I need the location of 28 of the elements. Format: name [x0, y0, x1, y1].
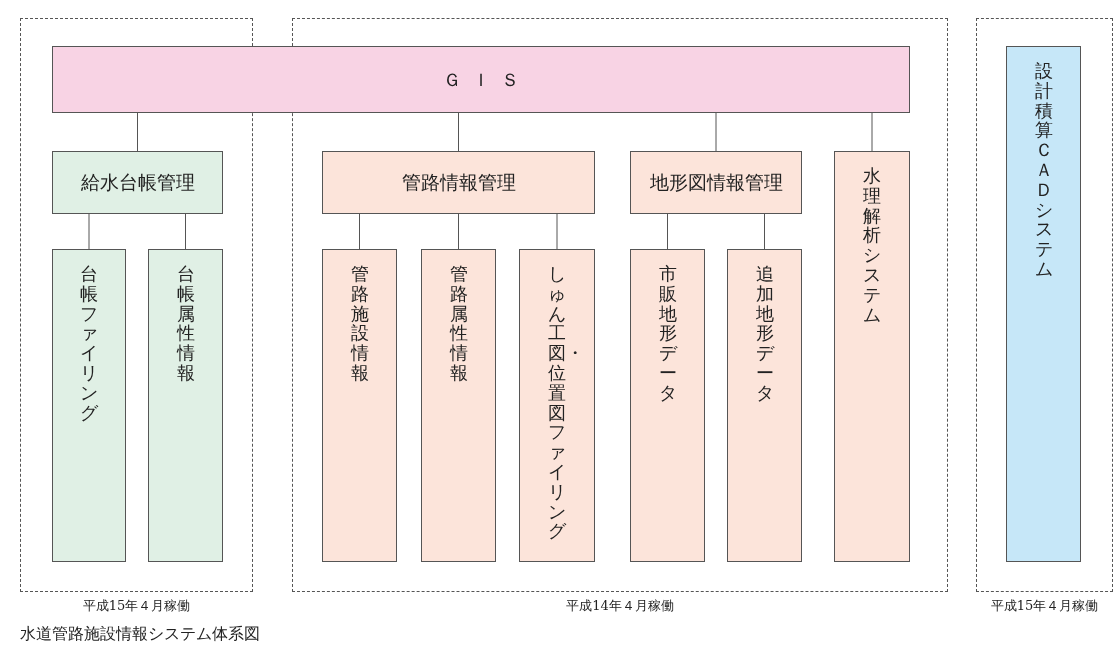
module-box: 管路属性情報 — [421, 249, 496, 562]
connector-line — [715, 112, 717, 152]
module-box: 市販地形データ — [630, 249, 705, 562]
module-box: 台帳属性情報 — [148, 249, 223, 562]
connector-line — [458, 213, 459, 250]
connector-line — [556, 213, 558, 250]
connector-line — [458, 112, 459, 152]
module-box: 管路施設情報 — [322, 249, 397, 562]
connector-line — [137, 112, 138, 152]
connector-line — [88, 213, 90, 250]
module-box: 水理解析システム — [834, 151, 910, 562]
connector-line — [359, 213, 360, 250]
connector-line — [667, 213, 668, 250]
connector-line — [185, 213, 186, 250]
module-box: 台帳ファイリング — [52, 249, 126, 562]
module-box: 設計積算ＣＡＤシステム — [1006, 46, 1081, 562]
module-box: 地形図情報管理 — [630, 151, 802, 214]
module-box: 追加地形データ — [727, 249, 802, 562]
module-box: 管路情報管理 — [322, 151, 595, 214]
connector-line — [764, 213, 765, 250]
figure-caption: 水道管路施設情報システム体系図 — [20, 624, 260, 645]
module-box: しゅん工図・位置図ファイリング — [519, 249, 595, 562]
connector-line — [871, 112, 873, 152]
system-bar: ＧＩＳ — [52, 46, 910, 113]
period-label: 平成14年４月稼働 — [565, 597, 675, 615]
module-box: 給水台帳管理 — [52, 151, 223, 214]
period-label: 平成15年４月稼働 — [81, 597, 192, 615]
period-label: 平成15年４月稼働 — [989, 597, 1100, 615]
